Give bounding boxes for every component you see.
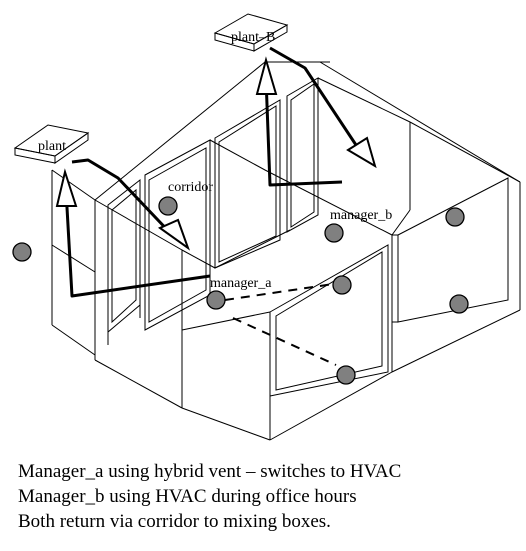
label-manager-a: manager_a bbox=[210, 276, 272, 291]
label-corridor: corridor bbox=[168, 180, 213, 195]
node-manager-b bbox=[324, 223, 344, 243]
node-manager-a-window bbox=[332, 275, 352, 295]
manager-a-office bbox=[181, 244, 393, 441]
return-path-plant bbox=[71, 158, 177, 240]
building-base-line bbox=[94, 359, 183, 409]
node-manager-a bbox=[206, 290, 226, 310]
building-roof-outline bbox=[94, 61, 521, 408]
corridor-floor-lines bbox=[181, 77, 521, 269]
node-corridor bbox=[158, 196, 178, 216]
manager-b-office bbox=[391, 177, 521, 373]
building-airflow-diagram: plant plant–B corridor manager_b manager… bbox=[12, 13, 521, 441]
dashed-flow-line-lower bbox=[232, 317, 337, 366]
left-wing-block bbox=[51, 169, 96, 356]
arrowhead-plant-b-up bbox=[255, 56, 278, 95]
label-plant: plant bbox=[38, 139, 66, 154]
arrowhead-plant-down bbox=[157, 218, 191, 251]
caption-line-2: Manager_b using HVAC during office hours bbox=[18, 486, 357, 507]
node-right-upper bbox=[445, 207, 465, 227]
label-plant-b: plant–B bbox=[231, 30, 275, 45]
arrowhead-plant-up bbox=[55, 168, 78, 207]
dashed-flow-line-upper bbox=[224, 282, 341, 301]
supply-path-plant bbox=[64, 189, 211, 298]
node-right-lower bbox=[449, 294, 469, 314]
diagram-caption: Manager_a using hybrid vent – switches t… bbox=[18, 459, 518, 534]
label-manager-b: manager_b bbox=[330, 208, 392, 223]
plant-b-unit-box bbox=[213, 13, 289, 52]
corridor-glazing-left bbox=[107, 139, 211, 345]
caption-line-3: Both return via corridor to mixing boxes… bbox=[18, 511, 331, 532]
plant-unit-box bbox=[13, 124, 90, 164]
arrowhead-plant-b-down bbox=[346, 136, 377, 169]
node-left bbox=[12, 242, 32, 262]
supply-path-plant-b bbox=[264, 77, 343, 187]
caption-line-1: Manager_a using hybrid vent – switches t… bbox=[18, 461, 402, 482]
node-manager-a-lower bbox=[336, 365, 356, 385]
return-path-plant-b bbox=[269, 46, 360, 149]
